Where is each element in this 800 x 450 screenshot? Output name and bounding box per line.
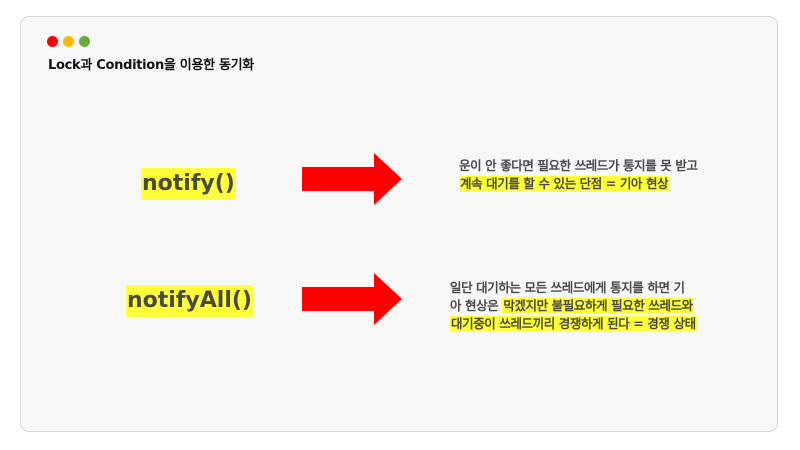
right-arrow-icon (302, 153, 402, 205)
right-arrow-icon (302, 273, 402, 325)
description-text: 운이 안 좋다면 필요한 쓰레드가 통지를 못 받고 (459, 158, 698, 173)
description-line: 아 현상은 막겠지만 불필요하게 필요한 쓰레드와 (450, 297, 697, 315)
slide-window: Lock과 Condition을 이용한 동기화 notify() 운이 안 좋… (20, 16, 778, 432)
description-line: 계속 대기를 할 수 있는 단점 = 기아 현상 (459, 175, 698, 193)
highlighted-text: 대기중이 쓰레드끼리 경쟁하게 된다 = 경쟁 상태 (450, 316, 697, 331)
description-text: 아 현상은 (450, 298, 503, 313)
minimize-dot[interactable] (63, 36, 74, 47)
description-line: 운이 안 좋다면 필요한 쓰레드가 통지를 못 받고 (459, 157, 698, 175)
window-controls (47, 36, 90, 47)
description-notify: 운이 안 좋다면 필요한 쓰레드가 통지를 못 받고 계속 대기를 할 수 있는… (459, 157, 698, 193)
description-notifyall: 일단 대기하는 모든 쓰레드에게 통지를 하면 기 아 현상은 막겠지만 불필요… (450, 279, 697, 333)
description-text: 일단 대기하는 모든 쓰레드에게 통지를 하면 기 (450, 280, 685, 295)
close-dot[interactable] (47, 36, 58, 47)
description-line: 일단 대기하는 모든 쓰레드에게 통지를 하면 기 (450, 279, 697, 297)
maximize-dot[interactable] (79, 36, 90, 47)
highlighted-text: 막겠지만 불필요하게 필요한 쓰레드와 (502, 298, 694, 313)
description-line: 대기중이 쓰레드끼리 경쟁하게 된다 = 경쟁 상태 (450, 315, 697, 333)
method-notify: notify() (141, 168, 236, 200)
slide-title: Lock과 Condition을 이용한 동기화 (48, 58, 254, 73)
highlighted-text: 계속 대기를 할 수 있는 단점 = 기아 현상 (459, 176, 670, 191)
method-notifyall: notifyAll() (126, 285, 253, 317)
